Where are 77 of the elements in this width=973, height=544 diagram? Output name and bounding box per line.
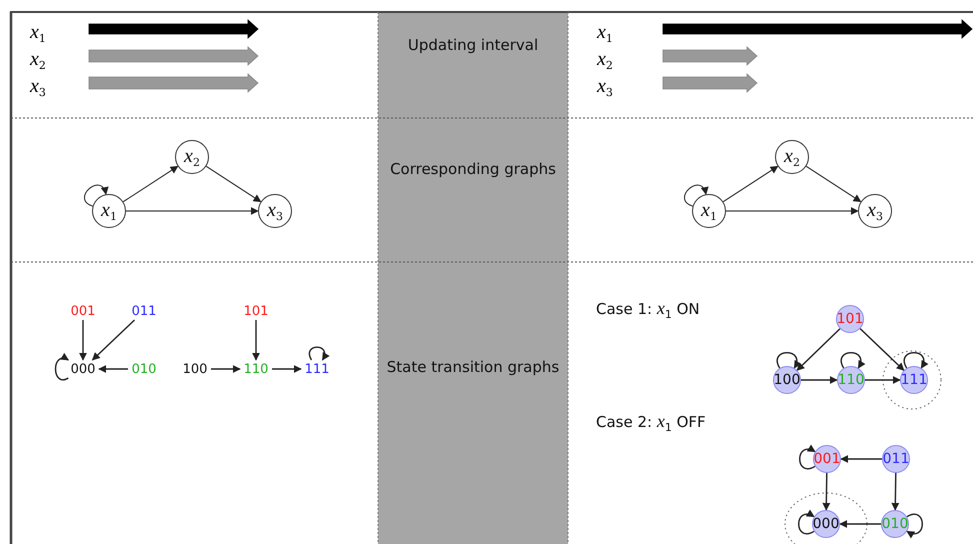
variable-label: x$_{3}$ [867, 200, 883, 222]
arrow [92, 320, 136, 361]
arrow [272, 365, 302, 373]
arrow [806, 166, 862, 202]
state-circle [836, 305, 864, 333]
state-label: 000 [812, 517, 840, 531]
state-circle [881, 510, 909, 538]
arrow [84, 184, 108, 207]
arrow [252, 320, 260, 361]
arrow [904, 352, 928, 369]
arrow [308, 346, 330, 361]
variable-label: x$_{3}$ [267, 200, 283, 222]
arrow [211, 365, 241, 373]
arrow [798, 510, 815, 534]
arrow [776, 352, 801, 369]
state-circle [813, 445, 841, 473]
arrow [206, 166, 262, 202]
state-label: 111 [900, 373, 928, 387]
variable-label: x$_{2}$ [597, 47, 613, 72]
row-heading: Updating interval [406, 35, 540, 56]
variable-node [775, 140, 809, 174]
arrow [840, 455, 882, 463]
arrow [799, 445, 816, 470]
row-heading: State transition graphs [386, 357, 560, 378]
variable-node [258, 194, 292, 228]
arrow [796, 328, 840, 371]
arrow [126, 207, 259, 215]
arrow [122, 166, 178, 202]
state-label: 011 [132, 304, 156, 318]
state-label: 000 [70, 362, 96, 376]
state-label: 001 [70, 304, 96, 318]
arrow [839, 520, 881, 528]
arrow [722, 166, 778, 202]
arrow [906, 514, 923, 538]
case-label: Case 1: x$_{1}$ ON [596, 298, 700, 322]
arrow [98, 365, 128, 373]
arrow [822, 472, 830, 511]
variable-label: x$_{1}$ [101, 200, 117, 222]
arrow [79, 320, 87, 361]
arrow [865, 376, 901, 384]
arrow [726, 207, 859, 215]
state-label: 101 [836, 312, 864, 326]
state-label: 111 [304, 362, 330, 376]
variable-label: x$_{1}$ [30, 20, 46, 46]
state-label: 110 [838, 373, 864, 387]
state-circle [812, 510, 840, 538]
state-label: 100 [182, 362, 208, 376]
state-label: 011 [882, 452, 910, 466]
arrow [860, 328, 904, 371]
row-heading: Corresponding graphs [389, 159, 557, 180]
state-circle [882, 445, 910, 473]
variable-node [175, 140, 209, 174]
case-label: Case 2: x$_{1}$ OFF [596, 411, 706, 434]
state-label: 110 [244, 362, 268, 376]
arrow [840, 352, 865, 369]
state-label: 101 [244, 304, 268, 318]
variable-label: x$_{1}$ [597, 20, 613, 46]
variable-label: x$_{2}$ [184, 146, 200, 168]
state-circle [900, 366, 928, 394]
state-label: 001 [814, 452, 840, 466]
variable-node [858, 194, 892, 228]
arrow [684, 184, 708, 207]
state-label: 010 [132, 362, 156, 376]
variable-label: x$_{1}$ [701, 200, 717, 222]
variable-label: x$_{3}$ [30, 74, 46, 100]
variable-label: x$_{2}$ [30, 47, 46, 72]
arrow [54, 354, 70, 380]
variable-label: x$_{2}$ [784, 146, 800, 168]
arrow [891, 472, 900, 511]
variable-node [92, 194, 126, 228]
state-circle [773, 366, 801, 394]
variable-node [692, 194, 726, 228]
state-label: 100 [774, 373, 800, 387]
variable-label: x$_{3}$ [597, 74, 613, 100]
state-circle [837, 366, 865, 394]
state-label: 010 [882, 517, 908, 531]
arrow [801, 376, 838, 384]
